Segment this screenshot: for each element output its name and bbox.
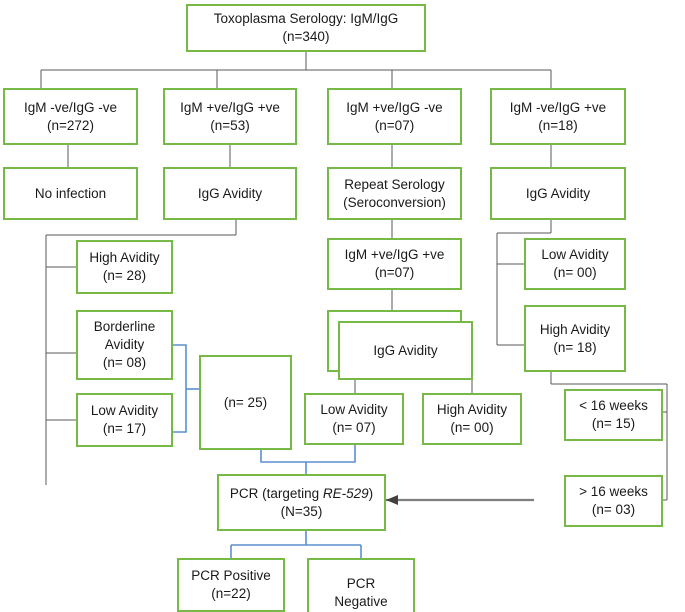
node-borderline-avidity-left[interactable]: Borderline Avidity (n= 08) [76,310,173,380]
node-weeks-under16[interactable]: < 16 weeks (n= 15) [564,389,663,441]
node-igm-pos-igg-pos-line2: (n=53) [210,117,250,133]
node-low-avidity-left[interactable]: Low Avidity (n= 17) [76,393,173,447]
node-igg-avidity-right[interactable]: IgG Avidity [490,167,626,220]
node-high-avidity-mid[interactable]: High Avidity (n= 00) [422,393,522,445]
node-high-avidity-right-line1: High Avidity [539,321,611,337]
node-pcr-negative[interactable]: PCR Negative [307,558,415,612]
node-weeks-under16-line2: (n= 15) [591,416,636,431]
node-weeks-over16-line2: (n= 03) [591,502,636,517]
node-pcr[interactable]: PCR (targeting RE-529) (N=35) [217,474,386,531]
node-igg-avidity-right-line1: IgG Avidity [525,185,591,201]
node-high-avidity-right-line2: (n= 18) [553,339,597,355]
arrowhead-pcr [386,495,398,505]
node-pcr-line1: PCR (targeting RE-529) [230,485,373,503]
node-root[interactable]: Toxoplasma Serology: IgM/IgG (n=340) [186,4,426,52]
node-borderline-avidity-left-line2: Avidity [104,337,145,353]
node-igm-neg-igg-neg-line2: (n=272) [47,117,94,133]
edge-lowmid-to-pcr [306,445,356,463]
node-high-avidity-left[interactable]: High Avidity (n= 28) [76,240,173,294]
node-repeat-serology[interactable]: Repeat Serology (Seroconversion) [327,167,462,220]
node-igm-pos-igg-pos-repeat-line1: IgM +ve/IgG +ve [344,247,445,263]
node-low-avidity-right-line2: (n= 00) [553,265,597,280]
node-high-avidity-mid-line1: High Avidity [436,402,508,418]
edge-brace-borderline-low [173,344,187,433]
node-igm-pos-igg-neg[interactable]: IgM +ve/IgG -ve (n=07) [327,88,462,145]
node-pcr-positive[interactable]: PCR Positive (n=22) [177,558,285,612]
node-pooled-25[interactable]: (n= 25) [199,355,292,450]
node-root-line2: (n=340) [282,29,330,44]
node-repeat-serology-line2: (Seroconversion) [343,194,446,210]
edge-pooled-to-pcr [260,450,307,474]
node-pcr-negative-line1: PCR [346,576,376,592]
node-high-avidity-right[interactable]: High Avidity (n= 18) [524,305,626,372]
node-igm-neg-igg-pos-line2: (n=18) [538,117,578,133]
node-igm-neg-igg-pos[interactable]: IgM -ve/IgG +ve (n=18) [490,88,626,145]
node-pcr-target: RE-529 [322,485,369,501]
node-low-avidity-left-line2: (n= 17) [102,421,147,436]
node-pcr-negative-line2: Negative [334,594,388,609]
node-high-avidity-mid-line2: (n= 00) [450,420,494,435]
node-pcr-line1-post: ) [368,485,374,501]
node-igg-avidity-left-line1: IgG Avidity [197,185,263,201]
node-igg-avidity-mid-line1: IgG Avidity [373,342,438,358]
node-low-avidity-right[interactable]: Low Avidity (n= 00) [524,238,626,290]
node-low-avidity-mid[interactable]: Low Avidity (n= 07) [304,393,404,445]
node-borderline-avidity-left-line3: (n= 08) [102,354,147,370]
node-pooled-25-line1: (n= 25) [223,394,268,410]
node-pcr-positive-line1: PCR Positive [191,568,271,584]
node-low-avidity-left-line1: Low Avidity [90,403,159,419]
node-weeks-over16[interactable]: > 16 weeks (n= 03) [564,475,663,527]
node-igm-pos-igg-pos[interactable]: IgM +ve/IgG +ve (n=53) [163,88,297,145]
node-igm-pos-igg-neg-line1: IgM +ve/IgG -ve [346,99,443,115]
node-repeat-serology-line1: Repeat Serology [344,176,445,192]
node-high-avidity-left-line2: (n= 28) [102,268,147,283]
node-igm-pos-igg-neg-line2: (n=07) [374,117,415,133]
node-igg-avidity-mid[interactable]: IgG Avidity [338,321,473,380]
node-low-avidity-mid-line2: (n= 07) [332,420,376,435]
node-igm-pos-igg-pos-repeat-line2: (n=07) [374,265,415,280]
node-pcr-line1-pre: PCR (targeting [229,485,323,501]
node-no-infection-line1: No infection [34,185,107,201]
node-root-line1: Toxoplasma Serology: IgM/IgG [213,11,399,27]
node-high-avidity-left-line1: High Avidity [89,250,160,266]
node-igm-pos-igg-pos-line1: IgM +ve/IgG +ve [180,99,280,115]
node-pcr-line2: (N=35) [280,503,323,519]
node-igm-neg-igg-neg[interactable]: IgM -ve/IgG -ve (n=272) [3,88,138,145]
node-low-avidity-mid-line1: Low Avidity [320,402,388,418]
node-igg-avidity-left[interactable]: IgG Avidity [163,167,297,220]
node-igm-neg-igg-pos-line1: IgM -ve/IgG +ve [509,99,607,115]
node-pcr-positive-line2: (n=22) [211,586,251,601]
node-igm-neg-igg-neg-line1: IgM -ve/IgG -ve [23,99,118,115]
node-no-infection[interactable]: No infection [3,167,138,220]
node-borderline-avidity-left-line1: Borderline [93,319,156,335]
node-low-avidity-right-line1: Low Avidity [541,247,609,263]
node-weeks-under16-line1: < 16 weeks [579,398,648,414]
node-igm-pos-igg-pos-repeat[interactable]: IgM +ve/IgG +ve (n=07) [327,238,462,290]
node-weeks-over16-line1: > 16 weeks [579,484,648,500]
